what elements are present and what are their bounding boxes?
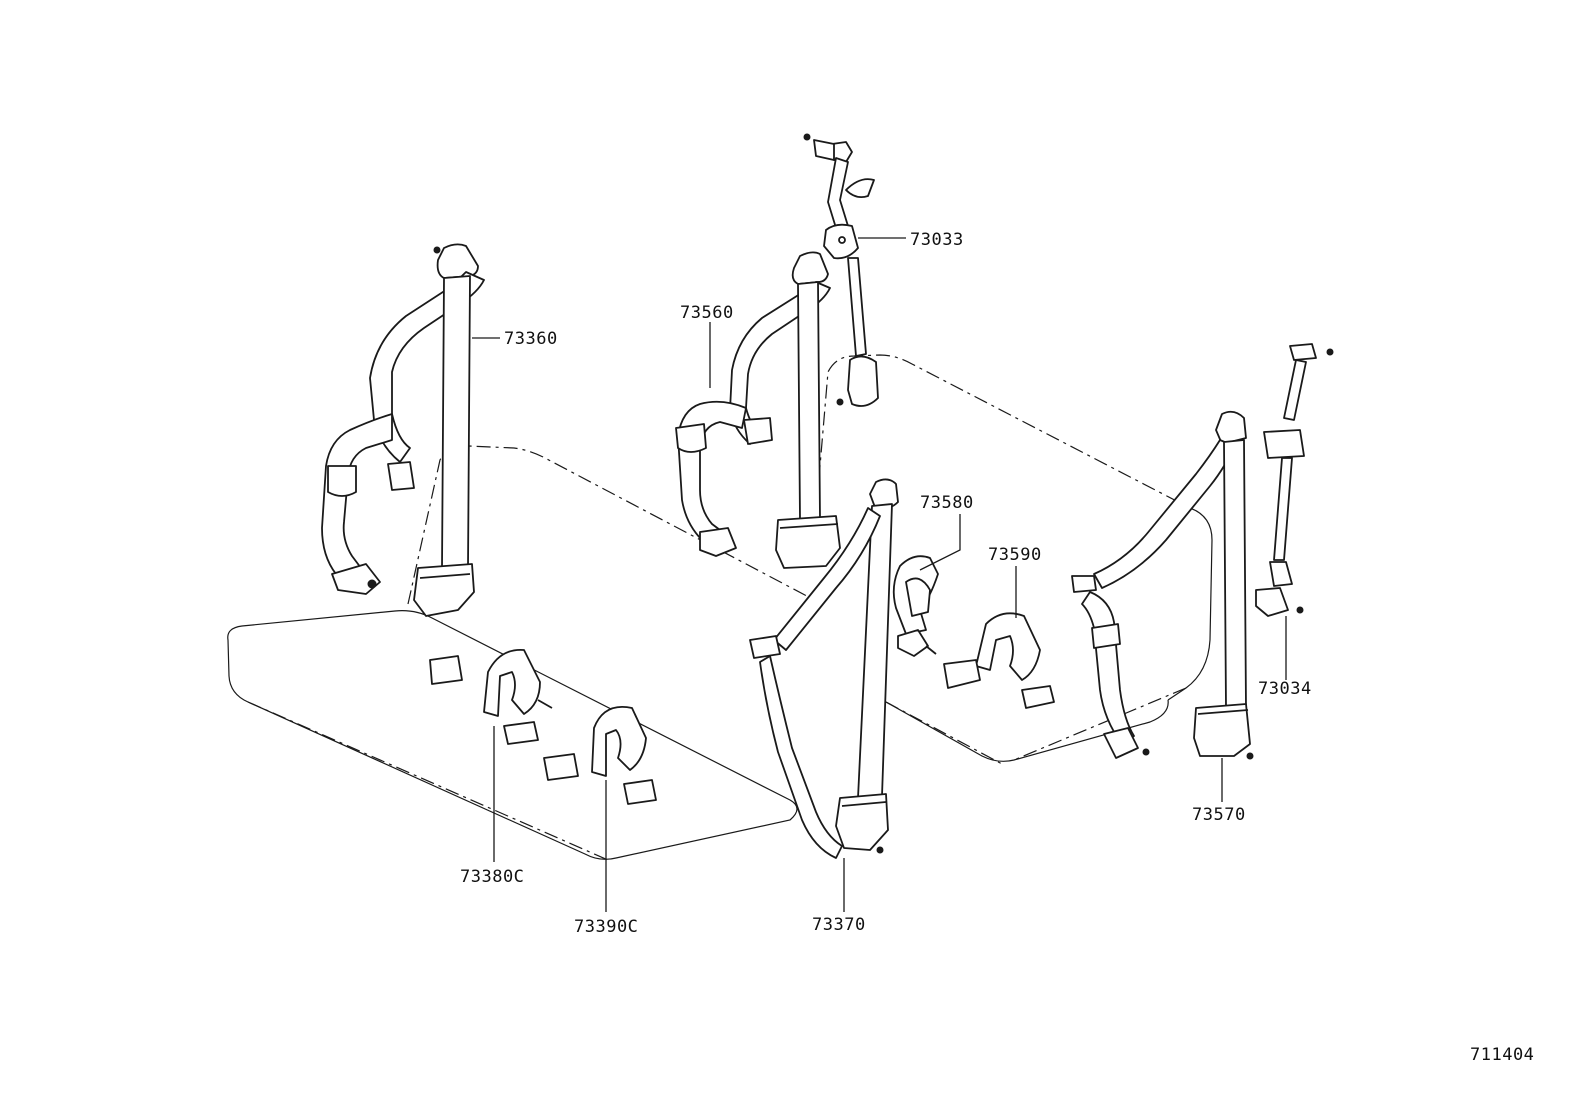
buckle-73580	[892, 555, 939, 657]
part-label-73360: 73360	[504, 329, 558, 349]
buckle-73380c	[429, 649, 553, 745]
leader-lines	[472, 237, 1287, 912]
seat-belt-73370	[749, 478, 899, 859]
part-label-73370: 73370	[812, 915, 866, 935]
part-label-73570: 73570	[1192, 805, 1246, 825]
buckle-73390c	[543, 706, 657, 805]
anchor-73033	[803, 133, 879, 407]
diagram-ref-code: 711404	[1470, 1045, 1534, 1065]
part-label-73390c: 73390C	[574, 917, 638, 937]
part-label-73560: 73560	[680, 303, 734, 323]
part-label-73580: 73580	[920, 493, 974, 513]
rear-right-seat-cushion	[811, 354, 1213, 765]
seat-belt-73570	[1071, 410, 1254, 760]
buckle-73590	[943, 612, 1055, 709]
part-label-73033: 73033	[910, 230, 964, 250]
seat-belt-73560	[675, 251, 841, 569]
part-label-73380c: 73380C	[460, 867, 524, 887]
part-label-73034: 73034	[1258, 679, 1312, 699]
part-label-73590: 73590	[988, 545, 1042, 565]
seat-belt-73360	[321, 243, 485, 617]
anchor-73034	[1255, 343, 1334, 617]
